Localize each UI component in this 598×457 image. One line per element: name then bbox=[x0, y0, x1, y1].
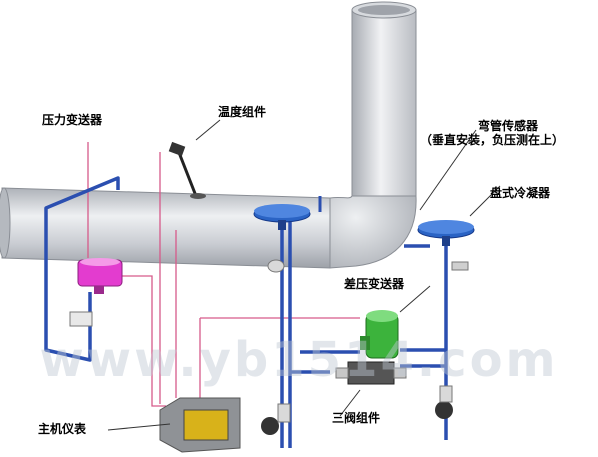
signal-cables bbox=[87, 142, 360, 407]
label-elbow-sensor: 弯管传感器 bbox=[478, 119, 539, 133]
disc-condenser-left bbox=[253, 204, 311, 273]
label-differential-transmitter: 差压变送器 bbox=[344, 277, 405, 291]
disc-condenser-right bbox=[417, 220, 475, 271]
pressure-transmitter bbox=[69, 258, 123, 327]
label-pressure-transmitter: 压力变送器 bbox=[42, 113, 103, 127]
temperature-assembly bbox=[168, 141, 206, 199]
three-valve-manifold bbox=[335, 361, 407, 385]
label-temperature-assembly: 温度组件 bbox=[218, 105, 267, 119]
label-elbow-sensor-note: （垂直安装，负压测在上） bbox=[420, 133, 565, 147]
vertical-stack bbox=[329, 1, 417, 269]
label-three-valve-assembly: 三阀组件 bbox=[332, 411, 381, 425]
drain-valves bbox=[261, 385, 453, 435]
watermark: www.yb1514.com bbox=[39, 332, 559, 388]
differential-transmitter bbox=[360, 310, 399, 359]
leader-lines bbox=[107, 119, 501, 431]
host-instrument bbox=[159, 397, 241, 453]
label-host-instrument: 主机仪表 bbox=[38, 422, 87, 436]
label-disc-condenser: 盘式冷凝器 bbox=[490, 186, 551, 200]
